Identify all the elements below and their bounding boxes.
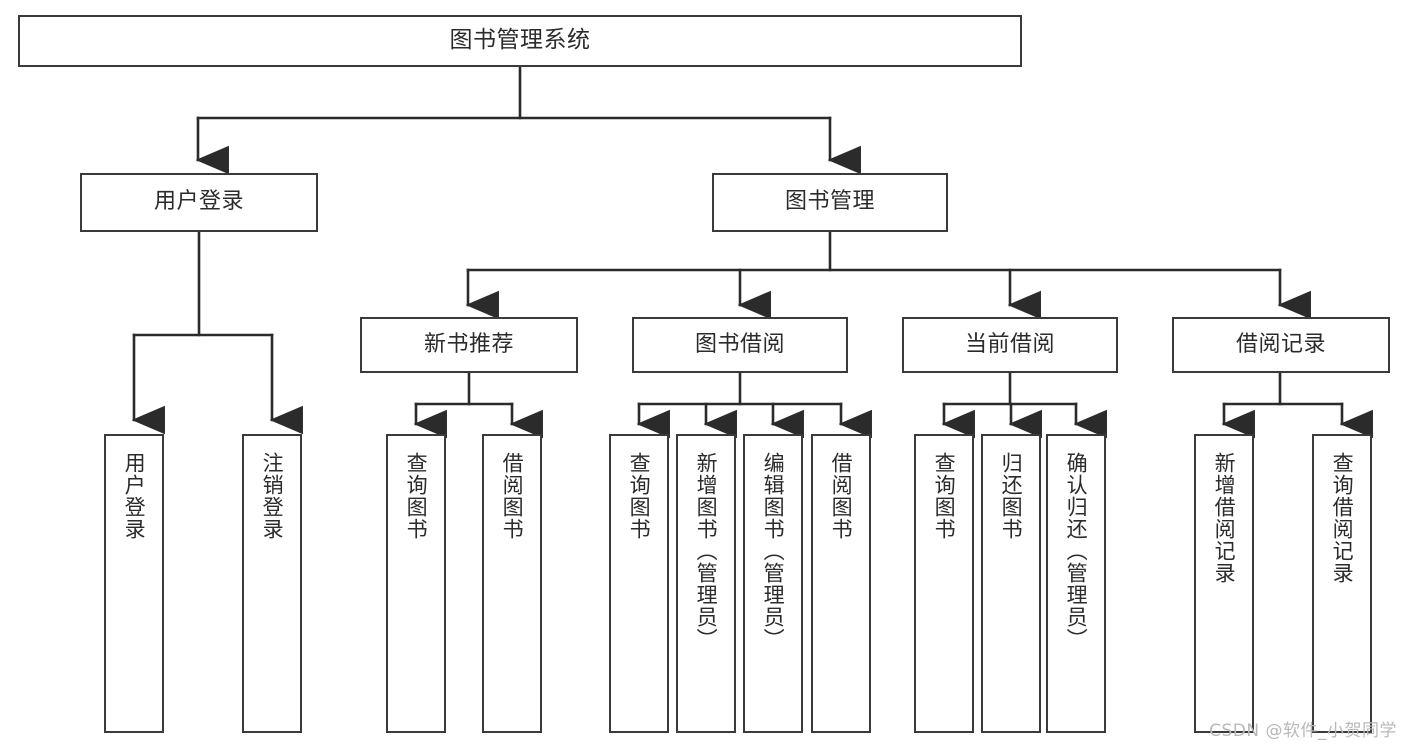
leaf-add-borrow-record-label: 新增借阅记录 (1212, 452, 1237, 584)
node-book-manage-label: 图书管理 (784, 189, 875, 215)
node-current-borrow-label: 当前借阅 (964, 331, 1055, 357)
node-borrow-record-label: 借阅记录 (1235, 331, 1326, 357)
node-book-borrow[interactable]: 图书借阅 (632, 317, 848, 373)
leaf-confirm-return-admin-label: 确认归还（管理员） (1064, 452, 1089, 650)
node-root-label: 图书管理系统 (449, 27, 591, 54)
leaf-user-login[interactable]: 用户登录 (104, 434, 164, 733)
node-new-book-recommend[interactable]: 新书推荐 (360, 317, 578, 373)
node-borrow-record[interactable]: 借阅记录 (1172, 317, 1390, 373)
leaf-borrow-query-book[interactable]: 查询图书 (609, 434, 669, 733)
leaf-borrow-book[interactable]: 借阅图书 (811, 434, 871, 733)
leaf-query-borrow-record[interactable]: 查询借阅记录 (1312, 434, 1372, 733)
leaf-add-book-admin[interactable]: 新增图书（管理员） (676, 434, 736, 733)
leaf-add-book-admin-label: 新增图书（管理员） (694, 452, 719, 650)
leaf-current-query-book-label: 查询图书 (932, 452, 957, 540)
leaf-add-borrow-record[interactable]: 新增借阅记录 (1194, 434, 1254, 733)
node-book-borrow-label: 图书借阅 (694, 331, 785, 357)
leaf-return-book-label: 归还图书 (999, 452, 1024, 540)
leaf-borrow-book-label: 借阅图书 (829, 452, 854, 540)
leaf-new-book-borrow[interactable]: 借阅图书 (482, 434, 542, 733)
leaf-edit-book-admin-label: 编辑图书（管理员） (761, 452, 786, 650)
leaf-borrow-query-book-label: 查询图书 (627, 452, 652, 540)
node-new-book-recommend-label: 新书推荐 (423, 331, 514, 357)
leaf-user-login-label: 用户登录 (122, 452, 147, 540)
node-book-manage[interactable]: 图书管理 (712, 173, 948, 232)
leaf-query-borrow-record-label: 查询借阅记录 (1330, 452, 1355, 584)
leaf-return-book[interactable]: 归还图书 (981, 434, 1041, 733)
node-current-borrow[interactable]: 当前借阅 (902, 317, 1118, 373)
leaf-current-query-book[interactable]: 查询图书 (914, 434, 974, 733)
leaf-new-book-borrow-label: 借阅图书 (500, 452, 525, 540)
node-user-login[interactable]: 用户登录 (80, 173, 318, 232)
node-user-login-label: 用户登录 (153, 189, 244, 215)
leaf-edit-book-admin[interactable]: 编辑图书（管理员） (743, 434, 803, 733)
leaf-user-logout[interactable]: 注销登录 (242, 434, 302, 733)
node-root[interactable]: 图书管理系统 (18, 15, 1022, 67)
leaf-new-book-query[interactable]: 查询图书 (386, 434, 446, 733)
leaf-new-book-query-label: 查询图书 (404, 452, 429, 540)
leaf-confirm-return-admin[interactable]: 确认归还（管理员） (1046, 434, 1106, 733)
leaf-user-logout-label: 注销登录 (260, 452, 285, 540)
